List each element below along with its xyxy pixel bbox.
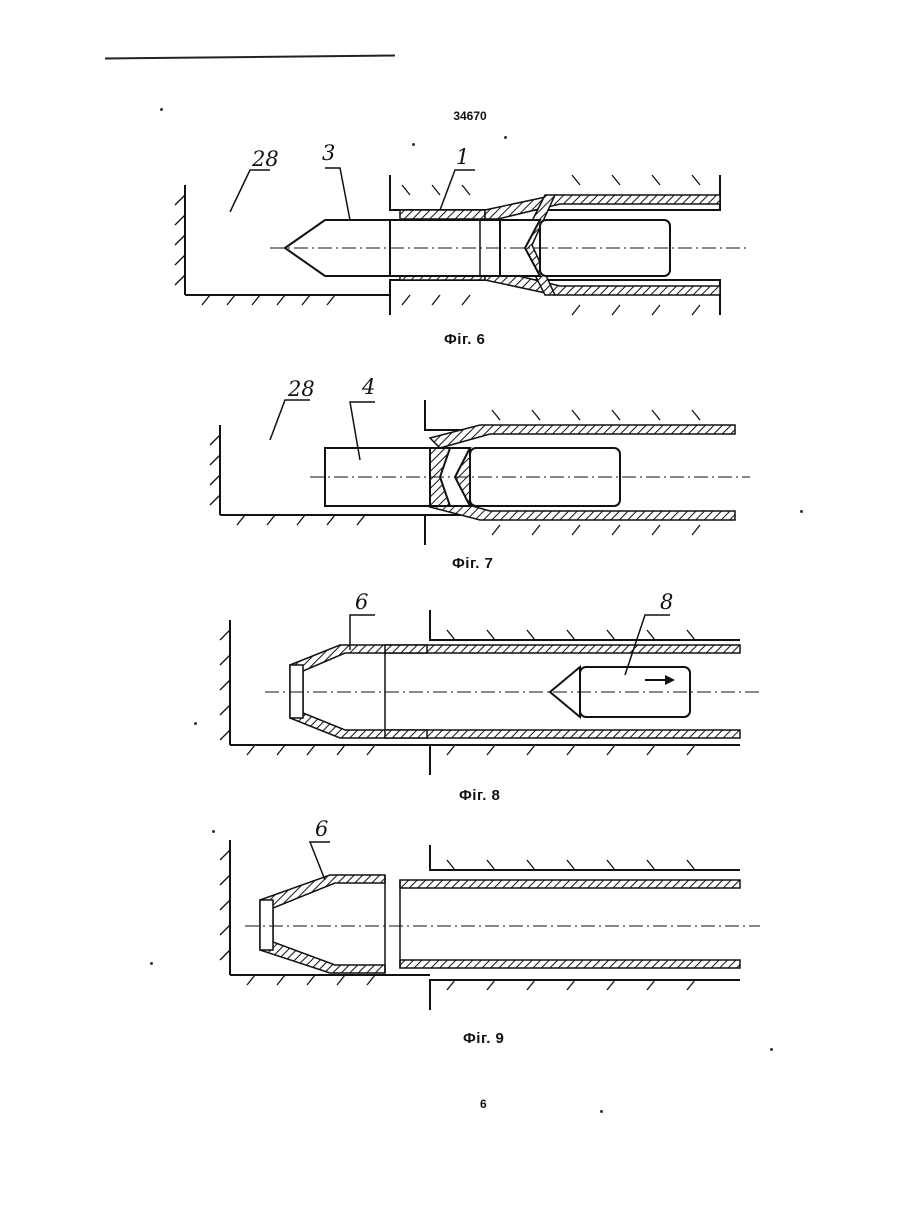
- label-28: 28: [287, 377, 315, 401]
- figure-8-drawing: 6 8: [205, 585, 765, 785]
- figure-7-drawing: 28 4: [200, 370, 760, 550]
- scan-speck: [150, 962, 153, 965]
- label-4: 4: [361, 375, 375, 399]
- scan-speck: [160, 108, 163, 111]
- label-8: 8: [660, 590, 673, 614]
- label-1: 1: [456, 145, 469, 169]
- figure-6-caption: Фіг. 6: [444, 331, 485, 348]
- document-number: 34670: [440, 109, 500, 123]
- figure-6-drawing: 28 3 1: [160, 140, 760, 330]
- label-28: 28: [251, 147, 279, 171]
- scan-speck: [800, 510, 803, 513]
- label-3: 3: [322, 141, 335, 165]
- label-6: 6: [355, 590, 368, 614]
- scan-speck: [770, 1048, 773, 1051]
- scan-speck: [212, 830, 215, 833]
- figure-9-caption: Фіг. 9: [463, 1030, 504, 1047]
- figure-7-caption: Фіг. 7: [452, 555, 493, 572]
- header-rule: [105, 54, 395, 59]
- label-6: 6: [315, 817, 328, 841]
- scan-speck: [194, 722, 197, 725]
- page-number: 6: [480, 1097, 487, 1111]
- scan-speck: [504, 136, 507, 139]
- figure-9-drawing: 6: [205, 820, 765, 1030]
- figure-8-caption: Фіг. 8: [459, 787, 500, 804]
- scan-speck: [412, 143, 415, 146]
- scan-speck: [600, 1110, 603, 1113]
